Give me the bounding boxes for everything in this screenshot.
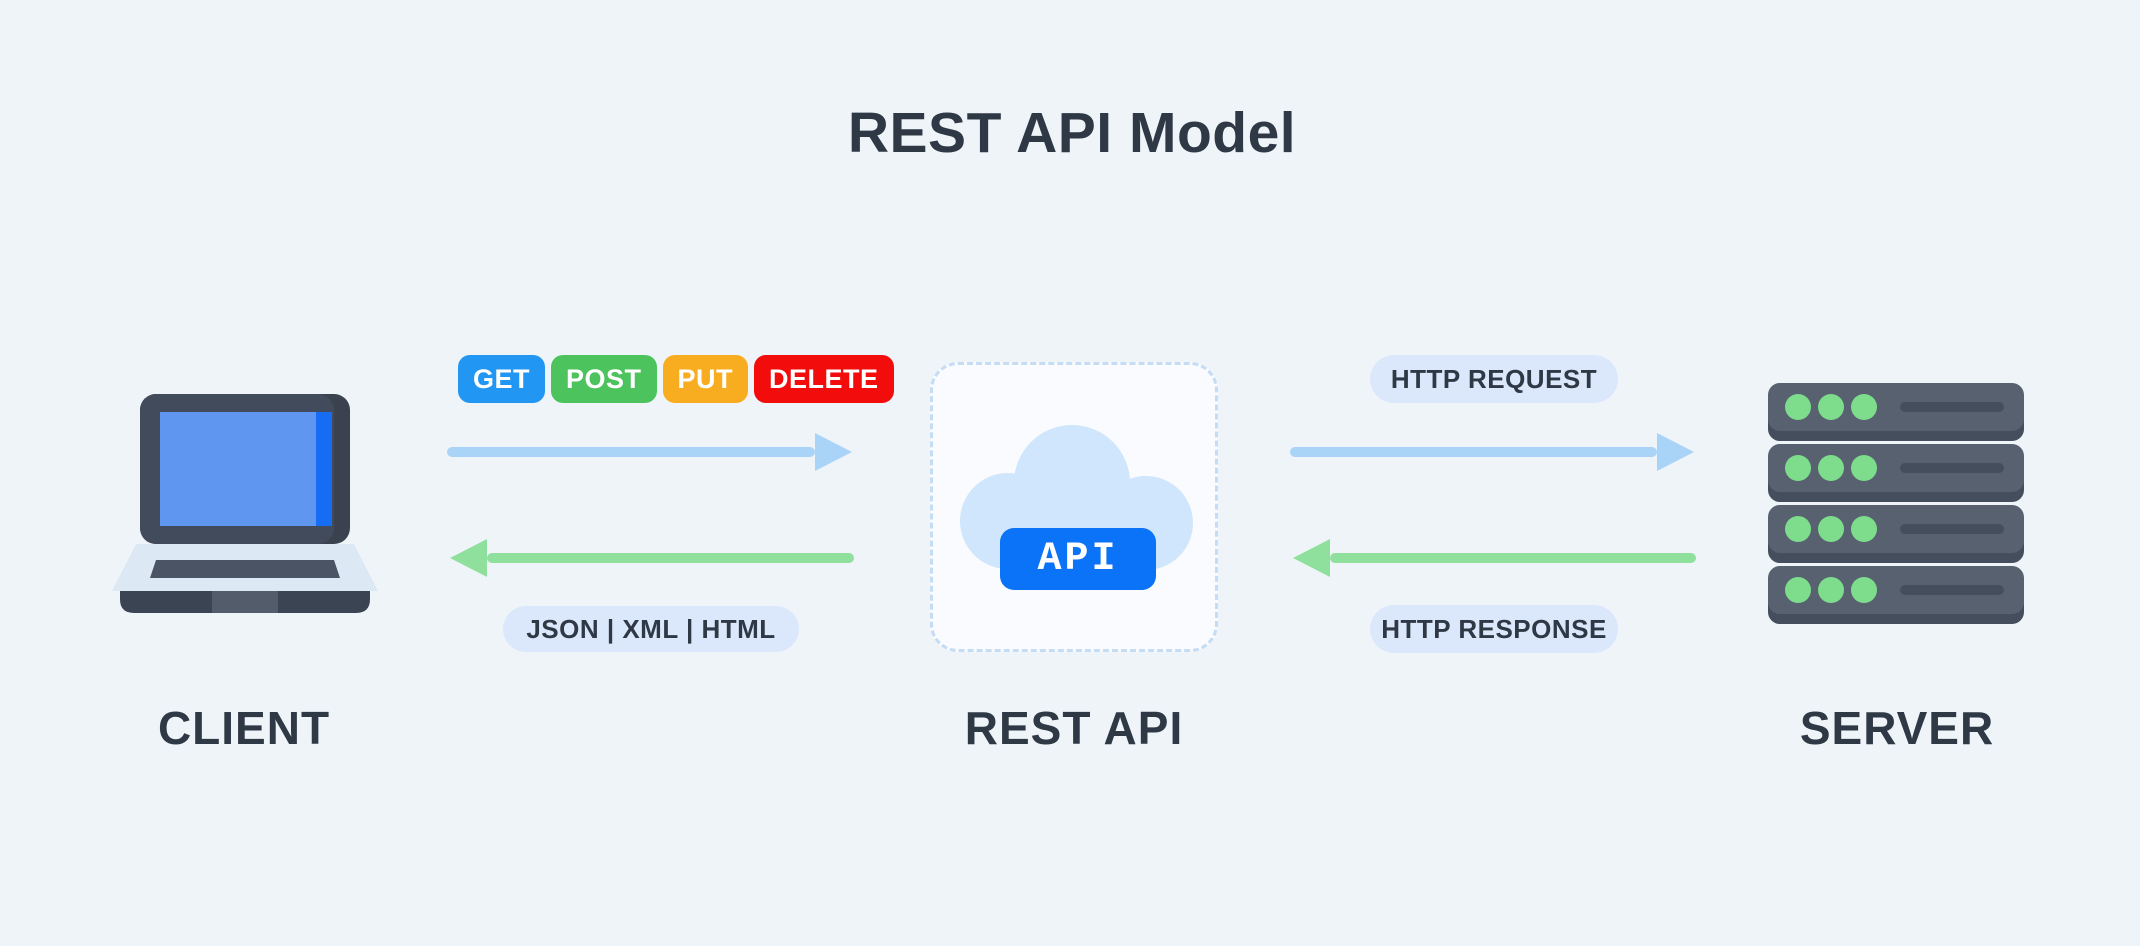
arrow-shaft bbox=[1290, 447, 1657, 457]
arrow-left-icon bbox=[1293, 539, 1330, 577]
api-to-server-arrow bbox=[1290, 433, 1694, 471]
method-badge-get: GET bbox=[458, 355, 546, 403]
http-methods-row: GET POST PUT DELETE bbox=[458, 355, 894, 403]
rest-api-box: API bbox=[930, 362, 1218, 652]
method-badge-post: POST bbox=[551, 355, 657, 403]
http-request-pill: HTTP REQUEST bbox=[1370, 355, 1618, 403]
server-icon bbox=[1768, 383, 2024, 629]
laptop-icon bbox=[112, 394, 378, 618]
laptop-icon-svg bbox=[112, 394, 378, 613]
api-to-client-arrow bbox=[450, 539, 854, 577]
server-icon-svg bbox=[1768, 383, 2024, 624]
api-badge: API bbox=[1000, 528, 1156, 590]
page-title: REST API Model bbox=[847, 101, 1297, 165]
arrow-left-icon bbox=[450, 539, 487, 577]
arrow-shaft bbox=[447, 447, 815, 457]
response-formats-pill: JSON | XML | HTML bbox=[503, 606, 799, 652]
arrow-right-icon bbox=[1657, 433, 1694, 471]
client-label: CLIENT bbox=[157, 702, 331, 754]
http-response-pill: HTTP RESPONSE bbox=[1370, 605, 1618, 653]
arrow-shaft bbox=[487, 553, 854, 563]
server-to-api-arrow bbox=[1293, 539, 1696, 577]
arrow-right-icon bbox=[815, 433, 852, 471]
method-badge-put: PUT bbox=[662, 355, 749, 403]
server-label: SERVER bbox=[1799, 702, 1995, 754]
rest-api-label: REST API bbox=[964, 702, 1184, 754]
arrow-shaft bbox=[1330, 553, 1696, 563]
client-to-api-arrow bbox=[447, 433, 852, 471]
method-badge-delete: DELETE bbox=[754, 355, 894, 403]
